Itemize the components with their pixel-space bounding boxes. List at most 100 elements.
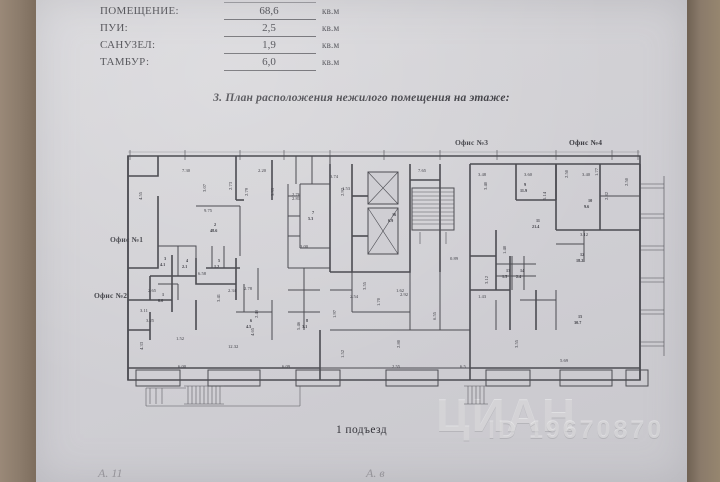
svg-text:2.76: 2.76 (292, 192, 301, 197)
svg-text:4.65: 4.65 (250, 327, 255, 336)
svg-text:6.55: 6.55 (432, 311, 437, 320)
svg-text:1: 1 (162, 292, 164, 297)
office-label-1: Офис №1 (110, 235, 144, 244)
elevator-shaft-upper (367, 171, 399, 205)
dimension-labels-vertical: 4.55 3.07 2.73 2.79 3.33 3.41 2.48 2.92 … (138, 167, 629, 358)
area-label: ПОМЕЩЕНИЕ: (100, 5, 179, 17)
left-section-partitions (158, 205, 273, 340)
svg-text:6.5: 6.5 (460, 364, 466, 369)
area-label: САНУЗЕЛ: (100, 39, 156, 51)
svg-text:2.92: 2.92 (340, 187, 345, 196)
area-value: 68,6 (259, 5, 279, 17)
svg-text:2.48: 2.48 (254, 309, 259, 318)
svg-text:2.79: 2.79 (244, 187, 249, 196)
area-value: 1,9 (262, 39, 276, 51)
svg-text:0.89: 0.89 (450, 256, 459, 261)
entrance-hatching (145, 385, 301, 407)
svg-text:7.30: 7.30 (182, 168, 191, 173)
svg-text:3.40: 3.40 (582, 172, 591, 177)
svg-text:5.69: 5.69 (560, 358, 569, 363)
svg-text:5.14: 5.14 (542, 191, 547, 200)
right-section-partitions (495, 195, 640, 330)
svg-text:6.9: 6.9 (388, 218, 393, 223)
svg-text:2.81: 2.81 (292, 196, 301, 201)
svg-text:21.4: 21.4 (532, 224, 540, 229)
area-unit: кв.м (322, 57, 340, 67)
office-label-4: Офис №4 (569, 138, 603, 147)
svg-text:7: 7 (312, 210, 314, 215)
area-unit: кв.м (322, 6, 340, 16)
area-row-pui: ПУИ: 2,5 кв.м (100, 21, 360, 38)
svg-text:9: 9 (524, 182, 526, 187)
svg-text:16: 16 (392, 212, 396, 217)
dimension-ticks-top (128, 150, 640, 160)
svg-text:1.52: 1.52 (340, 349, 345, 358)
office-label-2: Офис №2 (94, 291, 128, 300)
svg-text:2.1: 2.1 (182, 264, 187, 269)
svg-text:11.9: 11.9 (520, 188, 527, 193)
svg-text:2.80: 2.80 (396, 339, 401, 348)
dimension-labels-horizontal: 7.30 2.20 9.75 2.34 6.58 2.78 2.65 2.92 … (140, 168, 591, 369)
area-value: 6,0 (262, 56, 276, 68)
area-table: ПОМЕЩЕНИЕ: 68,6 кв.м ПУИ: 2,5 кв.м САНУЗ… (100, 2, 360, 72)
staircase (411, 187, 455, 244)
svg-text:1.48: 1.48 (502, 245, 507, 254)
rule (224, 2, 316, 3)
svg-text:3.55: 3.55 (514, 339, 519, 348)
svg-text:48.6: 48.6 (210, 228, 217, 233)
svg-text:3.11: 3.11 (140, 308, 149, 313)
svg-text:9.6: 9.6 (584, 204, 589, 209)
svg-text:2.4: 2.4 (516, 274, 522, 279)
svg-text:30.7: 30.7 (574, 320, 581, 325)
svg-text:1.77: 1.77 (594, 167, 599, 176)
svg-text:10: 10 (588, 198, 592, 203)
svg-text:1.52: 1.52 (176, 336, 185, 341)
area-value: 2,5 (262, 22, 276, 34)
entrance-caption: 1 подъезд (335, 424, 388, 436)
svg-text:3.1: 3.1 (302, 324, 307, 329)
office-label-3: Офис №3 (455, 138, 489, 147)
svg-text:3.25: 3.25 (146, 318, 155, 323)
svg-text:2.54: 2.54 (350, 294, 359, 299)
svg-text:1.53: 1.53 (342, 186, 351, 191)
svg-text:3.41: 3.41 (216, 293, 221, 302)
area-row-pomeshchenie: ПОМЕЩЕНИЕ: 68,6 кв.м (100, 2, 360, 21)
entrance-hatching-right (464, 385, 488, 405)
svg-text:6.58: 6.58 (198, 271, 207, 276)
svg-text:1.62: 1.62 (396, 288, 405, 293)
elevator-shaft-lower (367, 207, 399, 255)
svg-text:4: 4 (186, 258, 189, 263)
rule (224, 70, 316, 71)
balconies (135, 369, 649, 387)
svg-text:4.55: 4.55 (138, 191, 143, 200)
area-label: ПУИ: (100, 22, 128, 34)
svg-text:4.5: 4.5 (246, 324, 251, 329)
svg-text:6.0: 6.0 (158, 298, 163, 303)
svg-text:3.07: 3.07 (202, 183, 207, 192)
svg-text:4.33: 4.33 (139, 341, 144, 350)
svg-text:5.3: 5.3 (308, 216, 313, 221)
svg-text:3.33: 3.33 (270, 187, 275, 196)
svg-text:3.00: 3.00 (300, 244, 309, 249)
rule (224, 19, 316, 20)
svg-text:5.46: 5.46 (296, 321, 301, 330)
svg-text:1.5: 1.5 (502, 274, 507, 279)
left-section-walls (127, 156, 321, 380)
svg-text:12: 12 (580, 252, 584, 257)
svg-text:3.12: 3.12 (580, 232, 589, 237)
svg-text:2.20: 2.20 (258, 168, 267, 173)
svg-text:6: 6 (250, 318, 252, 323)
svg-text:2.73: 2.73 (228, 181, 233, 190)
svg-text:6.00: 6.00 (178, 364, 187, 369)
svg-text:1.43: 1.43 (478, 294, 487, 299)
room-area-figures: 248.6 34.1 42.1 51.2 16.0 64.5 75.3 83.1… (158, 182, 592, 329)
area-unit: кв.м (322, 40, 340, 50)
svg-text:11: 11 (536, 218, 540, 223)
svg-text:2.32: 2.32 (604, 191, 609, 200)
svg-text:4.1: 4.1 (160, 262, 165, 267)
svg-text:3.40: 3.40 (483, 181, 488, 190)
svg-text:3.60: 3.60 (524, 172, 533, 177)
svg-text:12.32: 12.32 (228, 344, 239, 349)
svg-text:2.50: 2.50 (624, 177, 629, 186)
